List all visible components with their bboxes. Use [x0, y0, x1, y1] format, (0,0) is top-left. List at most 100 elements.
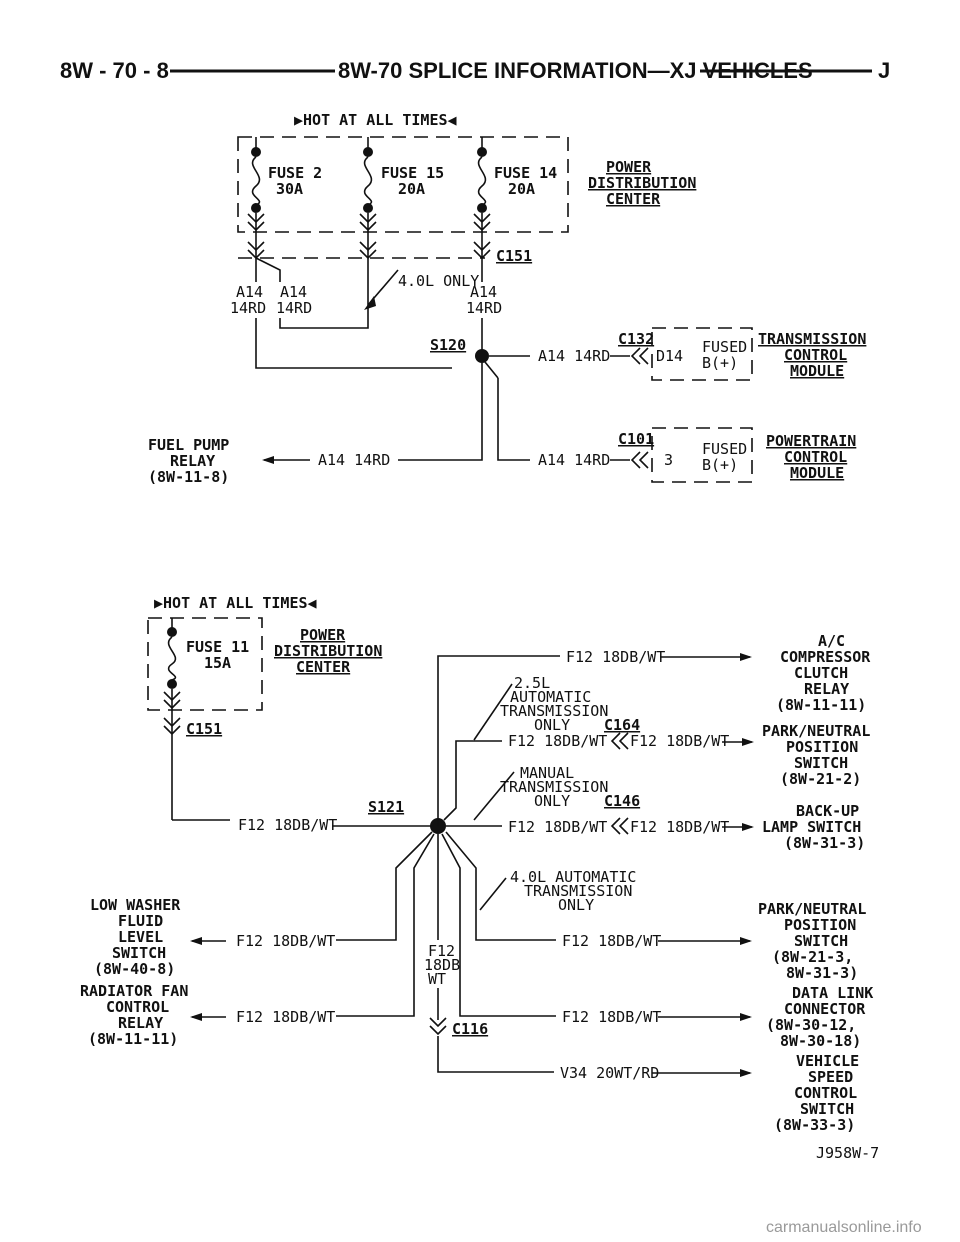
svg-text:VEHICLE: VEHICLE — [796, 1052, 859, 1070]
svg-text:FLUID: FLUID — [118, 912, 163, 930]
vert-wire-wt: WT — [428, 970, 446, 988]
fuse-2: FUSE 2 30A — [251, 137, 322, 258]
connector-c116-label: C116 — [452, 1020, 488, 1038]
svg-text:(8W-11-11): (8W-11-11) — [776, 696, 866, 714]
pdc2-label-3: CENTER — [296, 658, 351, 676]
wire-to-pcm: A14 14RD — [538, 451, 610, 469]
feed-wire-label: F12 18DB/WT — [238, 816, 337, 834]
wire-to-dlc: F12 18DB/WT — [562, 1008, 661, 1026]
fuel-pump-label-2: RELAY — [170, 452, 215, 470]
low-washer-fluid-switch-label: LOW WASHER FLUID LEVEL SWITCH (8W-40-8) — [90, 896, 181, 978]
section-letter: J — [878, 58, 890, 83]
splice-s120-dot — [475, 349, 489, 363]
svg-text:RELAY: RELAY — [804, 680, 849, 698]
fuse-11: FUSE 11 15A — [163, 618, 249, 820]
pcm-box — [651, 427, 753, 483]
svg-text:(8W-21-2): (8W-21-2) — [780, 770, 861, 788]
data-link-connector-label: DATA LINK CONNECTOR (8W-30-12, 8W-30-18) — [766, 984, 873, 1050]
fused-label-pcm: FUSED — [702, 440, 747, 458]
svg-text:(8W-21-3,: (8W-21-3, — [772, 948, 853, 966]
svg-text:POSITION: POSITION — [784, 916, 856, 934]
page-header: 8W - 70 - 8 8W-70 SPLICE INFORMATION—XJ … — [60, 58, 890, 83]
vehicle-speed-control-switch-label: VEHICLE SPEED CONTROL SWITCH (8W-33-3) — [774, 1052, 859, 1134]
splice-s121-label: S121 — [368, 798, 404, 816]
page-number: 8W - 70 - 8 — [60, 58, 169, 83]
pdc2-label-1: POWER — [300, 626, 346, 644]
svg-text:8W-31-3): 8W-31-3) — [786, 964, 858, 982]
fuse-14: FUSE 14 20A — [477, 137, 557, 258]
pcm-label-1: POWERTRAIN — [766, 432, 856, 450]
note-25l-2: AUTOMATIC — [510, 688, 591, 706]
tcm-box — [651, 327, 753, 381]
svg-text:(8W-30-12,: (8W-30-12, — [766, 1016, 856, 1034]
note-25l-1: 2.5L — [514, 674, 550, 692]
svg-text:RELAY: RELAY — [118, 1014, 163, 1032]
svg-text:(8W-33-3): (8W-33-3) — [774, 1116, 855, 1134]
fused-b-plus-tcm: B(+) — [702, 354, 738, 372]
wire-14rd-left2: 14RD — [276, 299, 312, 317]
pdc2-label-2: DISTRIBUTION — [274, 642, 382, 660]
svg-text:(8W-40-8): (8W-40-8) — [94, 960, 175, 978]
fuse-2-amp: 30A — [276, 180, 303, 198]
fuel-pump-label-3: (8W-11-8) — [148, 468, 229, 486]
wire-to-backup-a: F12 18DB/WT — [508, 818, 607, 836]
connector-c132-label: C132 — [618, 330, 654, 348]
pcm-label-3: MODULE — [790, 464, 844, 482]
svg-text:CONTROL: CONTROL — [106, 998, 169, 1016]
wire-to-pn2: F12 18DB/WT — [562, 932, 661, 950]
diagram-2: ▶HOT AT ALL TIMES◀ POWER DISTRIBUTION CE… — [80, 594, 873, 1134]
wire-14rd-left1: 14RD — [230, 299, 266, 317]
svg-text:POSITION: POSITION — [786, 738, 858, 756]
splice-s120-label: S120 — [430, 336, 466, 354]
note-25l-3: TRANSMISSION — [500, 702, 608, 720]
fuse-14-amp: 20A — [508, 180, 535, 198]
note-40l-auto-2: TRANSMISSION — [524, 882, 632, 900]
wire-to-pn1-b: F12 18DB/WT — [630, 732, 729, 750]
fused-label-tcm: FUSED — [702, 338, 747, 356]
pdc-label-2: DISTRIBUTION — [588, 174, 696, 192]
connector-c151-label: C151 — [496, 247, 532, 265]
wire-to-pn1-a: F12 18DB/WT — [508, 732, 607, 750]
svg-text:A/C: A/C — [818, 632, 845, 650]
park-neutral-switch-label-2: PARK/NEUTRAL POSITION SWITCH (8W-21-3, 8… — [758, 900, 866, 982]
svg-text:SWITCH: SWITCH — [800, 1100, 854, 1118]
fuse-11-name: FUSE 11 — [186, 638, 249, 656]
pcm-label-2: CONTROL — [784, 448, 847, 466]
svg-text:LAMP SWITCH: LAMP SWITCH — [762, 818, 861, 836]
fuse-15: FUSE 15 20A — [363, 137, 444, 258]
pin-d14: D14 — [656, 347, 683, 365]
diagram-1: ▶HOT AT ALL TIMES◀ POWER DISTRIBUTION CE… — [148, 111, 866, 486]
wire-to-washer: F12 18DB/WT — [236, 932, 335, 950]
svg-text:SPEED: SPEED — [808, 1068, 853, 1086]
wire-to-radfan: F12 18DB/WT — [236, 1008, 335, 1026]
fused-b-plus-pcm: B(+) — [702, 456, 738, 474]
connector-c164-label: C164 — [604, 716, 640, 734]
svg-text:BACK-UP: BACK-UP — [796, 802, 859, 820]
wire-to-backup-b: F12 18DB/WT — [630, 818, 729, 836]
fuse-15-name: FUSE 15 — [381, 164, 444, 182]
fuel-pump-label-1: FUEL PUMP — [148, 436, 229, 454]
svg-text:SWITCH: SWITCH — [794, 932, 848, 950]
note-manual-2: TRANSMISSION — [500, 778, 608, 796]
wire-to-ac-relay: F12 18DB/WT — [566, 648, 665, 666]
pin-3: 3 — [664, 451, 673, 469]
wire-a14-left1: A14 — [236, 283, 263, 301]
svg-text:RADIATOR FAN: RADIATOR FAN — [80, 982, 188, 1000]
note-40l-auto-1: 4.0L AUTOMATIC — [510, 868, 636, 886]
fuse-11-amp: 15A — [204, 654, 231, 672]
fuse-14-name: FUSE 14 — [494, 164, 557, 182]
svg-text:CONTROL: CONTROL — [794, 1084, 857, 1102]
pdc-box-2 — [147, 617, 263, 711]
svg-text:(8W-31-3): (8W-31-3) — [784, 834, 865, 852]
svg-text:SWITCH: SWITCH — [112, 944, 166, 962]
vert-wire-18db: 18DB — [424, 956, 460, 974]
figure-id: J958W-7 — [816, 1144, 879, 1162]
hot-at-all-times-label: ▶HOT AT ALL TIMES◀ — [294, 111, 457, 129]
wire-a14-left2: A14 — [280, 283, 307, 301]
wire-14rd-right: 14RD — [466, 299, 502, 317]
pdc-label-1: POWER — [606, 158, 652, 176]
pdc-label-3: CENTER — [606, 190, 661, 208]
wire-to-fuel-pump: A14 14RD — [318, 451, 390, 469]
fuse-15-amp: 20A — [398, 180, 425, 198]
note-manual-1: MANUAL — [520, 764, 574, 782]
